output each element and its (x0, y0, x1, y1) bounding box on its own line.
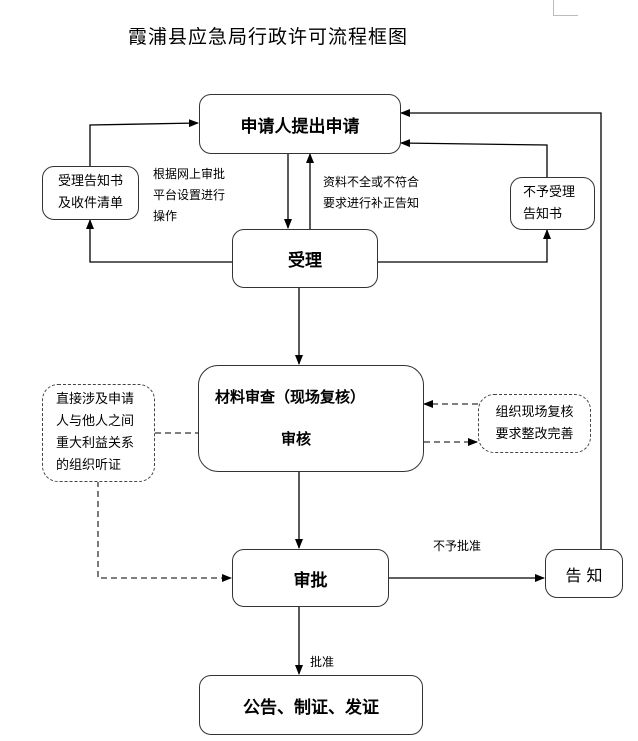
node-issue-label: 公告、制证、发证 (243, 697, 379, 718)
node-approve[interactable]: 审批 (232, 549, 389, 607)
node-reject-notice-line-1: 不予受理 (523, 184, 576, 200)
node-site-check-line-2: 要求整改完善 (495, 426, 574, 442)
node-site-check[interactable]: 组织现场复核 要求整改完善 (478, 394, 591, 453)
node-review-line-2: 审核 (281, 430, 312, 448)
node-accept-label: 受理 (288, 251, 322, 271)
label-online-platform-line-2: 平台设置进行 (153, 188, 226, 202)
label-approved: 批准 (310, 655, 335, 669)
node-accept[interactable]: 受理 (232, 229, 378, 288)
node-hearing[interactable]: 直接涉及申请 人与他人之间 重大利益关系 的组织听证 (42, 384, 155, 482)
node-approve-label: 审批 (293, 570, 328, 591)
edge-accept-notice-to-apply (89, 119, 199, 166)
node-reject-notice-line-2: 告知书 (523, 206, 563, 222)
node-hearing-line-3: 重大利益关系 (56, 436, 135, 451)
node-site-check-line-1: 组织现场复核 (495, 404, 574, 420)
node-hearing-line-4: 的组织听证 (56, 458, 122, 473)
node-issue[interactable]: 公告、制证、发证 (199, 675, 423, 735)
label-not-approved: 不予批准 (433, 539, 482, 553)
node-hearing-line-2: 人与他人之间 (56, 414, 135, 429)
edge-inform-to-apply (400, 109, 602, 549)
node-inform[interactable]: 告 知 (545, 549, 623, 598)
node-accept-notice[interactable]: 受理告知书 及收件清单 (42, 166, 139, 220)
label-online-platform-line-3: 操作 (153, 209, 178, 223)
node-reject-notice[interactable]: 不予受理 告知书 (510, 177, 595, 230)
page-corner-mark (553, 0, 578, 16)
node-accept-notice-line-1: 受理告知书 (57, 174, 123, 189)
node-accept-notice-line-2: 及收件清单 (57, 196, 123, 211)
node-hearing-line-1: 直接涉及申请 (56, 392, 135, 407)
page-title: 霞浦县应急局行政许可流程框图 (128, 26, 409, 48)
edge-accept-to-reject-notice (378, 229, 551, 263)
label-incomplete-line-2: 要求进行补正告知 (323, 196, 420, 210)
label-incomplete: 资料不全或不符合 要求进行补正告知 (323, 172, 419, 214)
label-online-platform: 根据网上审批 平台设置进行 操作 (153, 164, 225, 227)
label-incomplete-line-1: 资料不全或不符合 (323, 175, 420, 189)
node-apply[interactable]: 申请人提出申请 (199, 94, 401, 154)
label-online-platform-line-1: 根据网上审批 (153, 167, 226, 181)
node-review-line-1: 材料审查（现场复核） (215, 388, 366, 406)
edge-reject-notice-to-apply (400, 139, 548, 177)
edge-hearing-to-approve (97, 481, 232, 582)
node-inform-label: 告 知 (565, 565, 603, 585)
node-review[interactable]: 材料审查（现场复核） 审核 (198, 365, 424, 472)
node-apply-label: 申请人提出申请 (240, 116, 360, 137)
edge-accept-to-accept-notice (86, 219, 232, 263)
